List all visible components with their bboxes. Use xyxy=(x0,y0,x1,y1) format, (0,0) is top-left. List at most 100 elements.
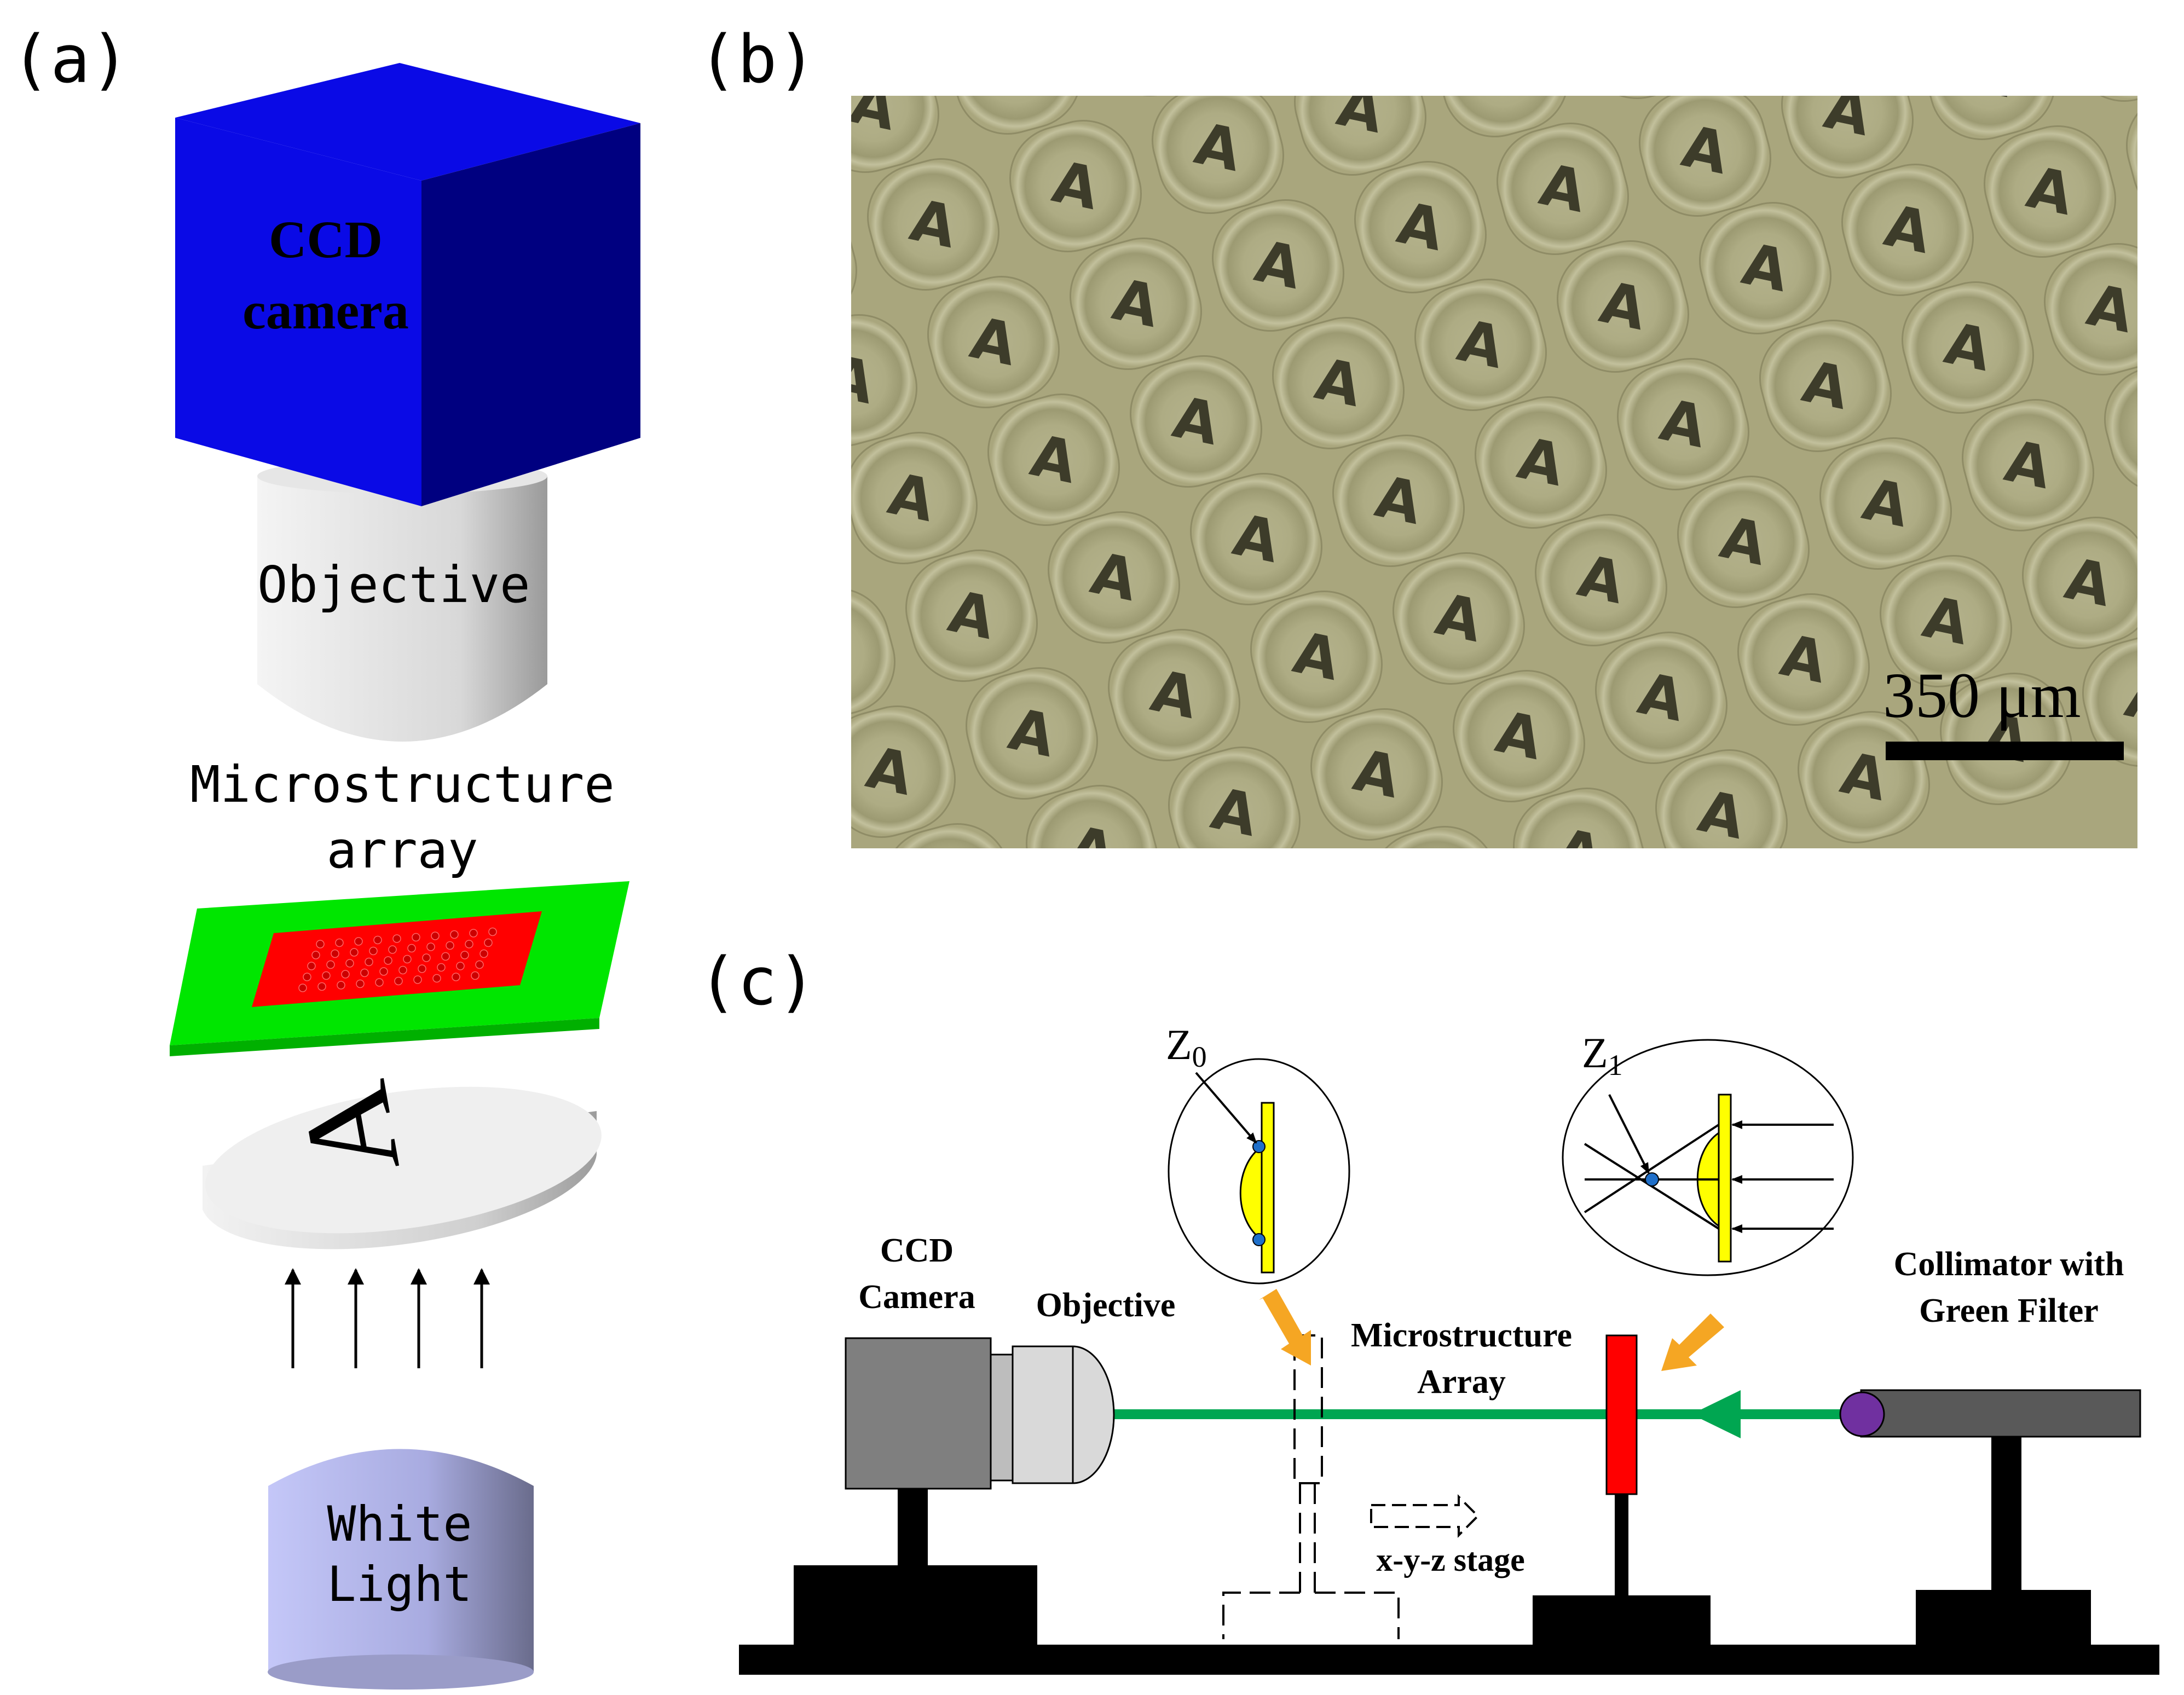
microlens-cell xyxy=(1819,437,1952,570)
camera-pedestal xyxy=(794,1565,1037,1647)
imaged-letter: A xyxy=(987,31,1044,105)
imaged-letter: A xyxy=(801,616,858,691)
microlens-cell xyxy=(1152,96,1284,214)
microlens-dot xyxy=(360,968,369,977)
panel-c: (c) CCD Camera Objective xyxy=(698,944,2159,1675)
imaged-letter: A xyxy=(2104,0,2161,72)
microlens-cell xyxy=(1223,0,1377,69)
microlens-dots xyxy=(298,927,497,992)
microlens-dot xyxy=(412,933,420,942)
microlens-dot xyxy=(479,949,488,958)
microlens-cell xyxy=(1371,826,1503,848)
microlens-cell xyxy=(851,196,857,329)
microlens-cell xyxy=(1130,355,1262,488)
imaged-letter: A xyxy=(1272,0,1329,28)
microlens-dot xyxy=(407,944,416,953)
microlens-cell xyxy=(1393,552,1525,685)
imaged-letter: A xyxy=(921,852,979,926)
microlens-cell xyxy=(1026,785,1158,848)
panel-a-label: (a) xyxy=(11,22,130,98)
microlens-dot xyxy=(335,938,344,947)
ccd-camera-label-line2: camera xyxy=(242,281,409,340)
microlens-cell xyxy=(1414,279,1547,411)
microlens-cell xyxy=(1354,161,1487,293)
inset-z0: Z0 xyxy=(1166,1021,1350,1366)
panel-c-label: (c) xyxy=(698,944,817,1020)
collimator-label-line2: Green Filter xyxy=(1919,1292,2099,1329)
microlens-cell xyxy=(949,96,1082,135)
panel-a: (a) Objective CCD camera Microstructure … xyxy=(11,22,640,1690)
imaged-letter: A xyxy=(1616,0,1674,70)
stage-initial-position xyxy=(1222,1334,1400,1639)
microlens-cell xyxy=(2066,96,2137,102)
microlens-cell xyxy=(1310,708,1443,841)
microlens-dot xyxy=(354,937,363,946)
microlens-cell xyxy=(1639,96,1771,217)
camera-post xyxy=(898,1489,928,1568)
side-objective-label: Objective xyxy=(1036,1287,1176,1324)
scale-bar: 350 μm xyxy=(1883,660,2124,760)
microlens-dot xyxy=(471,971,479,980)
z1-pointer-arrow xyxy=(1661,1314,1724,1371)
microlens-cell xyxy=(1081,0,1235,107)
microlens-dot xyxy=(475,960,484,969)
microlens-cell xyxy=(1453,670,1585,802)
ccd-camera-cube: CCD camera xyxy=(175,63,640,506)
ccd-camera-label-line1: CCD xyxy=(269,210,383,269)
object-disk: A xyxy=(203,1073,602,1249)
microlens-cell xyxy=(1250,591,1383,723)
imaged-letter: A xyxy=(741,499,798,573)
microlens-dot xyxy=(373,935,382,945)
side-array-label-line2: Array xyxy=(1417,1363,1506,1401)
microlens-cell xyxy=(851,96,939,173)
microlens-cell xyxy=(1009,120,1142,252)
microlens-cell xyxy=(966,667,1098,800)
microlens-cell xyxy=(1557,240,1689,373)
z1-label: Z1 xyxy=(1582,1029,1623,1081)
microlens-dot xyxy=(432,974,441,983)
microlens-dot xyxy=(365,957,373,967)
white-light-label-line1: White xyxy=(327,1496,472,1552)
microlens-cell xyxy=(2126,96,2137,219)
microlens-dot xyxy=(341,970,350,979)
microlens-cell xyxy=(1759,320,1892,452)
microlens-cell xyxy=(1841,164,1974,296)
scale-bar-label: 350 μm xyxy=(1883,660,2081,731)
microlens-cell xyxy=(1332,435,1465,567)
microlens-dot xyxy=(422,953,431,962)
microlens-cell xyxy=(1781,96,1914,178)
microlens-cell xyxy=(1984,125,2116,258)
microlens-cell xyxy=(1497,123,1629,255)
array-label-line2: array xyxy=(327,821,478,880)
microlens-dot xyxy=(488,927,497,936)
microlens-dot xyxy=(398,965,407,975)
z1-point xyxy=(1645,1172,1659,1187)
side-ccd-label-line1: CCD xyxy=(880,1232,954,1269)
microlens-dot xyxy=(469,929,478,938)
inset-z1: Z1 xyxy=(1562,1029,1854,1371)
microlens-cell xyxy=(1737,593,1870,726)
array-post xyxy=(1615,1494,1628,1598)
microlens-dot xyxy=(303,973,311,981)
microlens-dot xyxy=(350,948,359,957)
side-objective: Objective xyxy=(1012,1287,1176,1484)
microlens-cell xyxy=(851,314,917,447)
imaged-letter: A xyxy=(2164,115,2184,190)
imaged-letter: A xyxy=(1129,0,1187,67)
microlens-cell xyxy=(2044,243,2137,375)
microlens-cell xyxy=(851,588,895,720)
microlens-cell xyxy=(1579,96,1711,99)
microlens-dot xyxy=(460,951,469,959)
microlens-cell xyxy=(1902,281,2034,414)
z0-label: Z0 xyxy=(1166,1021,1207,1073)
microlens-dot xyxy=(316,940,325,948)
microlens-cell xyxy=(1436,96,1569,137)
microlens-cell xyxy=(1962,399,2094,531)
z0-point-bottom xyxy=(1252,1233,1266,1246)
micrograph-cells: AAAAAAAAAAAAAAAAAAAAAAAAAAAAAAAAAAAAAAAA… xyxy=(741,0,2184,926)
collimator-post xyxy=(1991,1437,2021,1593)
stage-move-arrow xyxy=(1370,1494,1480,1538)
objective-lens: Objective xyxy=(257,459,547,742)
white-light-label-line2: Light xyxy=(327,1556,472,1612)
